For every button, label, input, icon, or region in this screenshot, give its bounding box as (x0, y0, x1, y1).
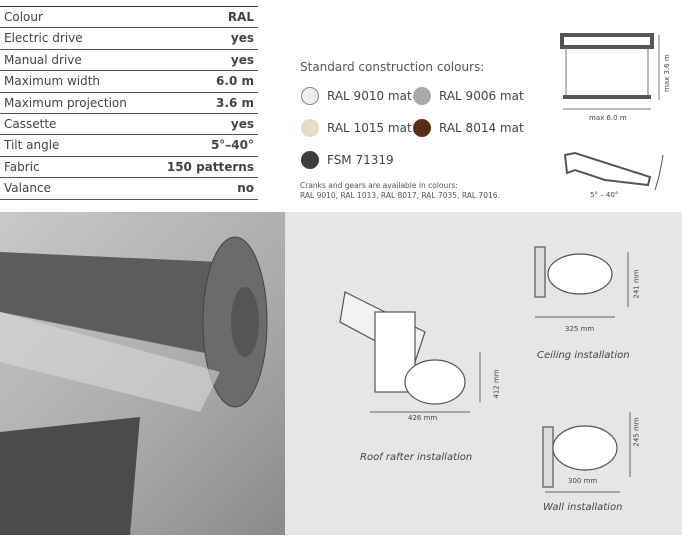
spec-value: yes (230, 31, 254, 46)
swatch-label: RAL 9010 mat (327, 89, 412, 103)
spec-value: no (237, 181, 254, 196)
spec-value: 3.6 m (216, 95, 254, 110)
cranks-note: Cranks and gears are available in colour… (300, 181, 500, 201)
spec-row: Cassette yes (0, 114, 258, 136)
spec-label: Electric drive (4, 31, 83, 46)
colour-dot (301, 151, 319, 169)
spec-value: 150 patterns (166, 159, 254, 174)
spec-value: 6.0 m (216, 74, 254, 89)
installation-diagrams (339, 246, 631, 493)
colour-dot (301, 87, 319, 105)
width-label: max 6.0 m (589, 114, 627, 122)
wall-install-label: Wall installation (543, 502, 623, 513)
spec-value: yes (230, 116, 254, 131)
wall-width-label: 300 mm (568, 477, 598, 485)
spec-row: Fabric 150 patterns (0, 157, 258, 179)
cassette-illustration (0, 236, 268, 535)
swatch-label: RAL 9006 mat (439, 89, 524, 103)
awning-dimension-diagram (560, 33, 664, 191)
colour-dot (413, 119, 431, 137)
spec-label: Cassette (4, 116, 57, 131)
colours-title: Standard construction colours: (300, 60, 485, 74)
wall-height-label: 245 mm (632, 417, 641, 447)
angle-label: 5° – 40° (590, 191, 619, 199)
ceiling-height-label: 241 mm (632, 269, 641, 299)
ceiling-install-label: Ceiling installation (537, 350, 630, 361)
colour-dot (301, 119, 319, 137)
cassette-photo (0, 212, 285, 535)
spec-value: 5°–40° (210, 138, 254, 153)
spec-label: Colour (4, 10, 43, 24)
swatch: RAL 8014 mat (413, 119, 524, 137)
spec-label: Maximum width (4, 74, 101, 89)
spec-label: Tilt angle (4, 138, 60, 153)
swatch: RAL 1015 mat (301, 119, 412, 137)
swatch-label: RAL 1015 mat (327, 121, 412, 135)
swatch-label: FSM 71319 (327, 153, 394, 167)
spec-label: Fabric (4, 159, 40, 174)
spec-label: Valance (4, 181, 51, 196)
note-line: Cranks and gears are available in colour… (300, 181, 458, 190)
swatch-label: RAL 8014 mat (439, 121, 524, 135)
swatch: RAL 9010 mat (301, 87, 412, 105)
spec-value: yes (230, 52, 254, 67)
spec-row: Manual drive yes (0, 50, 258, 72)
note-line: RAL 9010, RAL 1013, RAL 8017, RAL 7035, … (300, 191, 500, 200)
spec-label: Manual drive (4, 52, 82, 67)
spec-table: Colour RAL Electric drive yes Manual drive… (0, 6, 258, 200)
spec-row: Valance no (0, 178, 258, 200)
roof-height-label: 412 mm (492, 369, 501, 399)
spec-row: Tilt angle 5°–40° (0, 135, 258, 157)
roof-install-label: Roof rafter installation (360, 452, 473, 463)
height-label: max 3.6 m (663, 54, 671, 92)
spec-row: Maximum width 6.0 m (0, 71, 258, 93)
swatch: RAL 9006 mat (413, 87, 524, 105)
spec-label: Maximum projection (4, 95, 127, 110)
swatch: FSM 71319 (301, 151, 394, 169)
spec-value: RAL (227, 10, 254, 24)
spec-row: Maximum projection 3.6 m (0, 93, 258, 114)
spec-row: Colour RAL (0, 7, 258, 29)
roof-width-label: 426 mm (408, 414, 438, 422)
installation-panel (285, 212, 682, 535)
spec-row: Electric drive yes (0, 28, 258, 50)
colour-dot (413, 87, 431, 105)
ceiling-width-label: 325 mm (565, 325, 595, 333)
